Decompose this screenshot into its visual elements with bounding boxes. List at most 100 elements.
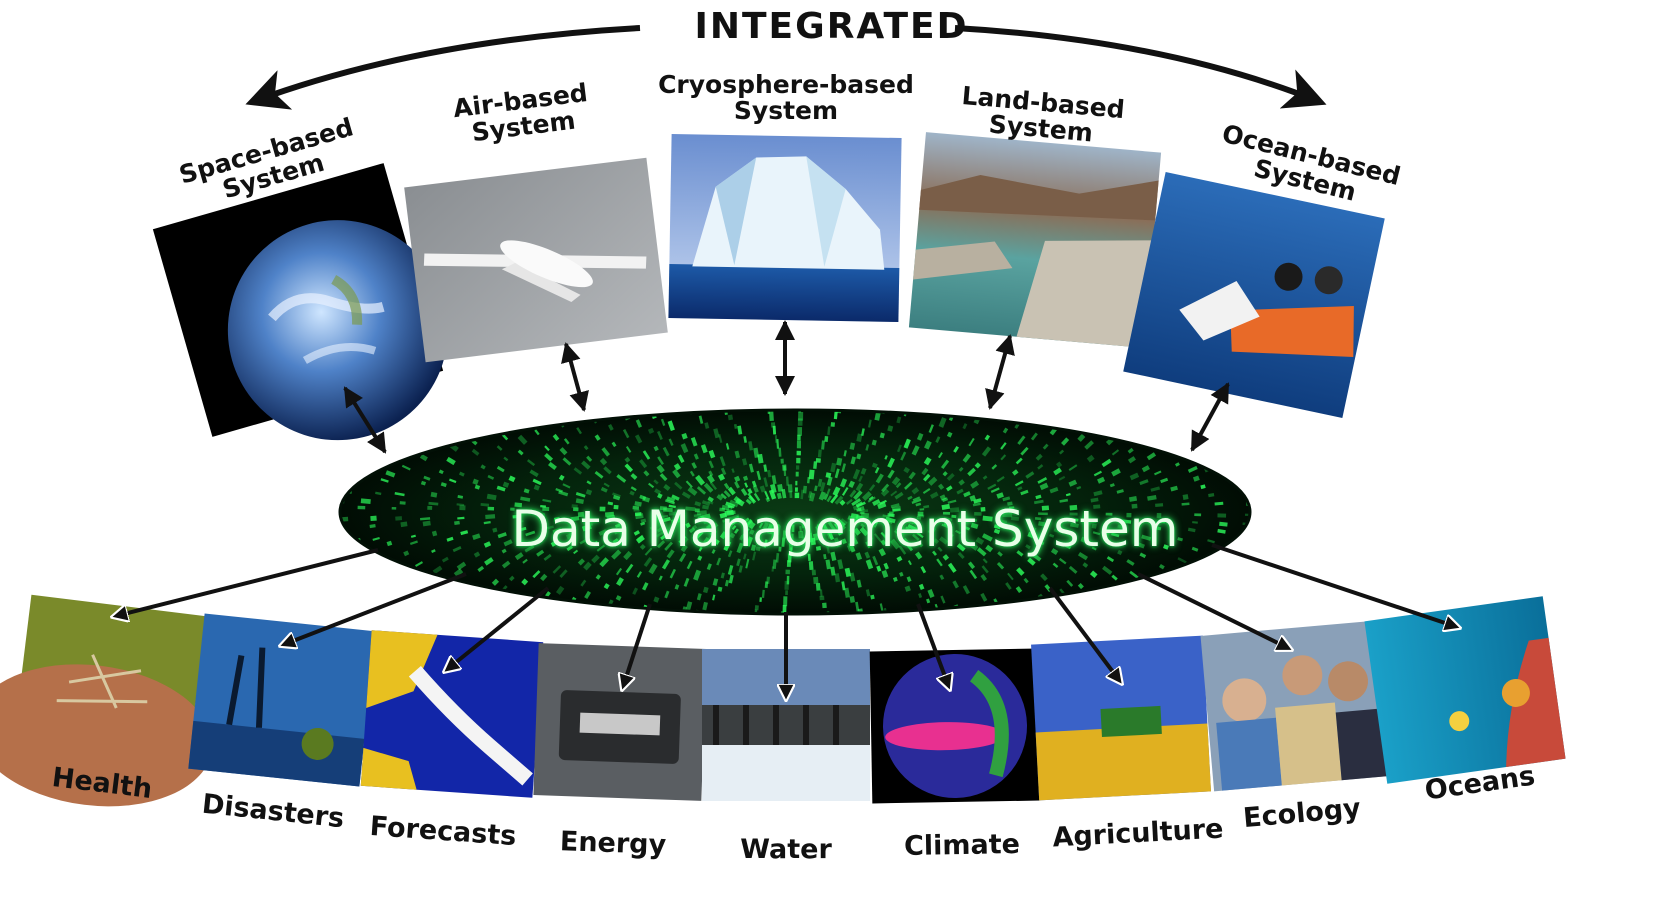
matrix-glyph xyxy=(796,440,802,449)
matrix-glyph xyxy=(758,522,764,529)
matrix-glyph xyxy=(1217,528,1226,534)
matrix-glyph xyxy=(624,463,634,473)
matrix-glyph xyxy=(1089,570,1098,578)
matrix-glyph xyxy=(648,563,658,575)
matrix-glyph xyxy=(1052,562,1059,568)
matrix-glyph xyxy=(928,424,934,434)
matrix-glyph xyxy=(902,537,909,544)
matrix-glyph xyxy=(1217,513,1227,518)
matrix-glyph xyxy=(745,536,753,547)
matrix-glyph xyxy=(603,583,610,590)
matrix-glyph xyxy=(369,523,376,529)
matrix-glyph xyxy=(1198,457,1206,464)
matrix-glyph xyxy=(984,434,991,441)
matrix-glyph xyxy=(881,483,890,493)
matrix-glyph xyxy=(907,495,913,501)
matrix-glyph xyxy=(907,524,918,532)
matrix-glyph xyxy=(496,465,505,473)
matrix-glyph xyxy=(706,474,715,484)
matrix-glyph xyxy=(780,458,784,464)
benefit-photo-ecology xyxy=(1200,620,1390,792)
matrix-glyph xyxy=(648,482,655,489)
matrix-glyph xyxy=(702,504,709,510)
benefit-photo-health xyxy=(0,594,213,807)
matrix-glyph xyxy=(871,462,878,469)
matrix-glyph xyxy=(1187,527,1196,533)
matrix-glyph xyxy=(1069,419,1077,429)
matrix-glyph xyxy=(1037,464,1044,470)
matrix-glyph xyxy=(674,614,678,622)
matrix-glyph xyxy=(594,434,601,441)
matrix-glyph xyxy=(625,563,634,574)
benefit-photo-forecasts xyxy=(360,630,544,798)
matrix-glyph xyxy=(817,478,823,487)
matrix-glyph xyxy=(722,516,732,523)
matrix-glyph xyxy=(614,523,621,528)
matrix-glyph xyxy=(375,491,382,496)
matrix-glyph xyxy=(1191,546,1199,552)
matrix-glyph xyxy=(734,450,741,459)
matrix-glyph xyxy=(837,559,844,570)
matrix-glyph xyxy=(851,535,859,545)
matrix-glyph xyxy=(808,469,815,480)
matrix-glyph xyxy=(679,552,687,563)
matrix-glyph xyxy=(739,534,745,541)
matrix-glyph xyxy=(666,496,676,503)
matrix-glyph xyxy=(881,569,889,578)
matrix-glyph xyxy=(608,424,614,431)
matrix-glyph xyxy=(639,459,648,469)
matrix-glyph xyxy=(865,444,870,451)
matrix-glyph xyxy=(634,434,643,444)
matrix-glyph xyxy=(480,503,490,507)
matrix-glyph xyxy=(795,471,799,477)
matrix-glyph xyxy=(918,583,925,590)
matrix-glyph xyxy=(763,539,768,548)
matrix-glyph xyxy=(632,587,639,595)
matrix-glyph xyxy=(708,449,716,459)
matrix-glyph xyxy=(1158,442,1165,448)
matrix-glyph xyxy=(825,472,832,479)
matrix-glyph xyxy=(532,478,542,486)
matrix-glyph xyxy=(816,523,822,530)
matrix-glyph xyxy=(767,469,772,478)
matrix-glyph xyxy=(972,502,981,507)
matrix-glyph xyxy=(1002,427,1009,434)
matrix-glyph xyxy=(843,450,847,457)
matrix-glyph xyxy=(976,547,987,557)
matrix-glyph xyxy=(670,517,682,525)
matrix-glyph xyxy=(720,493,727,500)
matrix-glyph xyxy=(432,565,443,575)
matrix-glyph xyxy=(428,501,439,506)
matrix-glyph xyxy=(399,501,406,505)
matrix-glyph xyxy=(942,471,948,477)
matrix-glyph xyxy=(685,601,693,612)
matrix-glyph xyxy=(1011,536,1017,542)
matrix-glyph xyxy=(718,434,723,443)
matrix-glyph xyxy=(887,425,894,432)
matrix-glyph xyxy=(691,615,695,620)
matrix-glyph xyxy=(827,426,831,436)
matrix-glyph xyxy=(1032,553,1042,562)
matrix-glyph xyxy=(903,466,910,474)
benefit-photo-energy xyxy=(533,643,707,801)
matrix-glyph xyxy=(554,517,560,522)
matrix-glyph xyxy=(882,514,890,518)
matrix-glyph xyxy=(1181,502,1190,506)
matrix-glyph xyxy=(868,419,872,428)
matrix-glyph xyxy=(844,567,852,577)
matrix-glyph xyxy=(942,511,951,515)
matrix-glyph xyxy=(786,575,790,585)
matrix-glyph xyxy=(767,523,773,531)
matrix-glyph xyxy=(1146,452,1157,461)
matrix-glyph xyxy=(830,422,836,427)
matrix-glyph xyxy=(763,464,768,472)
matrix-glyph xyxy=(1127,447,1134,454)
matrix-glyph xyxy=(868,520,878,528)
matrix-glyph xyxy=(1135,541,1145,549)
matrix-glyph xyxy=(849,489,857,498)
matrix-glyph xyxy=(874,412,881,421)
matrix-glyph xyxy=(639,494,647,501)
matrix-glyph xyxy=(1182,494,1189,500)
matrix-glyph xyxy=(1038,512,1048,516)
